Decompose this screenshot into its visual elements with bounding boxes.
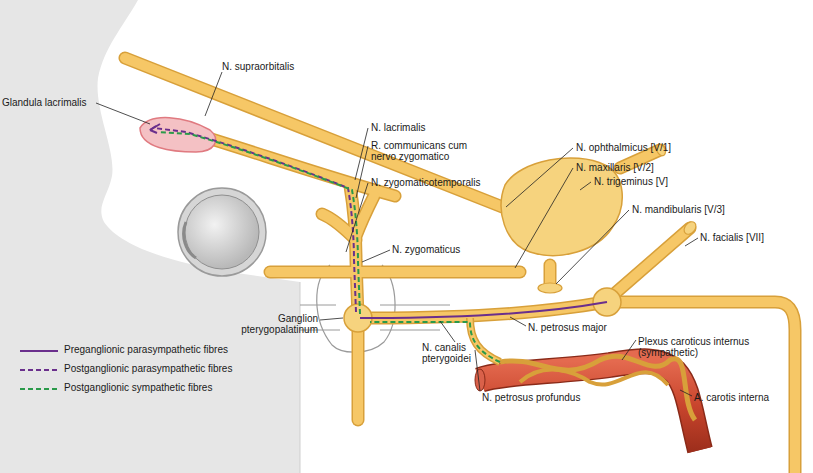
part-label: N. petrosus profundus — [482, 392, 580, 403]
legend-line-sample — [20, 383, 60, 395]
part-label: N. petrosus major — [528, 322, 607, 333]
part-label: N. ophthalmicus [V/1] — [576, 142, 671, 153]
part-label: Glandula lacrimalis — [2, 97, 86, 108]
part-label: N. facialis [VII] — [700, 232, 764, 243]
legend-line-sample — [20, 345, 60, 357]
part-label: N. lacrimalis — [371, 122, 425, 133]
legend-text: Postganglionic parasympathetic fibres — [64, 363, 232, 374]
part-label: Plexus caroticus internus (sympathetic) — [638, 336, 756, 358]
part-label: N. trigeminus [V] — [594, 176, 668, 187]
part-label: R. communicans cum nervo zygomatico — [371, 140, 486, 162]
legend-text: Postganglionic sympathetic fibres — [64, 382, 212, 393]
part-label: A. carotis interna — [694, 392, 769, 403]
legend-row: Preganglionic parasympathetic fibres — [20, 344, 228, 358]
legend-text: Preganglionic parasympathetic fibres — [64, 344, 228, 355]
part-label: N. supraorbitalis — [222, 61, 294, 72]
part-label: N. mandibularis [V/3] — [632, 204, 725, 215]
part-label: Ganglion pterygopalatinum — [222, 313, 318, 335]
part-label: N. zygomaticotemporalis — [371, 177, 480, 188]
legend-line-sample — [20, 364, 60, 376]
legend-row: Postganglionic parasympathetic fibres — [20, 363, 232, 377]
part-label: N. canalis pterygoidei — [422, 342, 488, 364]
legend-row: Postganglionic sympathetic fibres — [20, 382, 212, 396]
part-label: N. zygomaticus — [392, 244, 460, 255]
part-label: N. maxillaris [V/2] — [576, 162, 654, 173]
